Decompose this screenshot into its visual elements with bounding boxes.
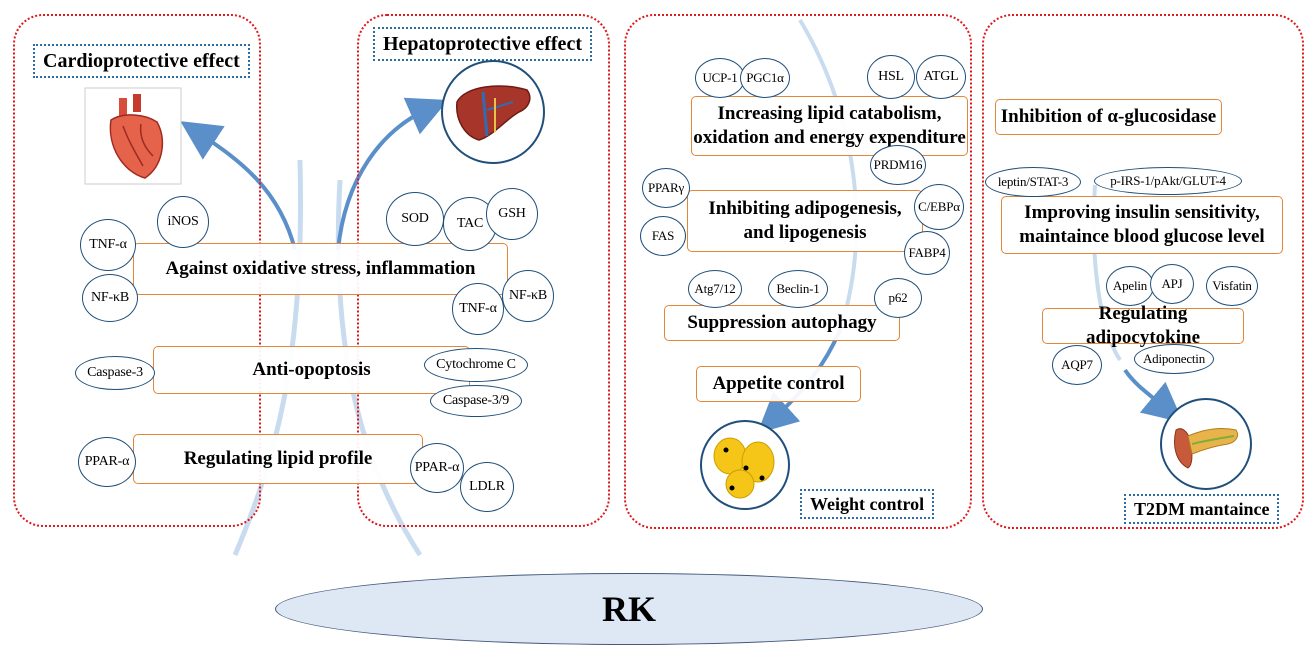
- marker-ldlr: LDLR: [460, 462, 514, 512]
- marker-pgc1a: PGC1α: [740, 58, 790, 98]
- marker-atg7-12: Atg7/12: [688, 270, 742, 308]
- marker-cebpa: C/EBPα: [914, 184, 964, 230]
- marker-p62: p62: [874, 278, 922, 318]
- fat-cells-icon: [700, 420, 790, 510]
- arrow-to-heart: [180, 121, 297, 251]
- hepatoprotective-tag: Hepatoprotective effect: [373, 27, 592, 61]
- t2dm-tag: T2DM mantaince: [1124, 494, 1280, 524]
- pancreas-icon: [1160, 398, 1252, 490]
- marker-atgl: ATGL: [916, 55, 966, 99]
- marker-hsl: HSL: [867, 55, 915, 99]
- marker-caspase-3-9: Caspase-3/9: [430, 385, 522, 417]
- marker-gsh: GSH: [486, 188, 538, 240]
- marker-nf-kb-right: NF-κB: [502, 270, 554, 322]
- marker-caspase-3: Caspase-3: [75, 356, 155, 390]
- anti-apoptosis-box: Anti-opoptosis: [153, 346, 470, 394]
- marker-fabp4: FABP4: [904, 231, 950, 275]
- appetite-control-box: Appetite control: [696, 366, 861, 402]
- lipid-catabolism-line2: oxidation and energy expenditure: [693, 127, 966, 148]
- marker-irs-pakt-glut4: p-IRS-1/pAkt/GLUT-4: [1094, 167, 1242, 195]
- marker-apelin: Apelin: [1106, 266, 1154, 306]
- marker-cytochrome-c: Cytochrome C: [424, 348, 528, 382]
- insulin-sensitivity-box: Improving insulin sensitivity, maintainc…: [1001, 196, 1283, 254]
- marker-ucp-1: UCP-1: [695, 58, 745, 98]
- marker-ppar-alpha-left: PPAR-α: [78, 437, 136, 487]
- lipid-profile-box: Regulating lipid profile: [133, 434, 423, 484]
- adipogenesis-line2: and lipogenesis: [743, 222, 867, 243]
- marker-visfatin: Visfatin: [1206, 266, 1258, 306]
- suppression-autophagy-box: Suppression autophagy: [664, 305, 900, 341]
- marker-prdm16: PRDM16: [870, 145, 926, 185]
- marker-beclin-1: Beclin-1: [768, 270, 828, 308]
- oxidative-stress-box: Against oxidative stress, inflammation: [133, 243, 508, 295]
- t2dm-panel: [982, 14, 1304, 529]
- liver-icon: [441, 60, 545, 164]
- marker-tnf-alpha-right: TNF-α: [452, 283, 504, 335]
- stem-curve-weight: [798, 18, 859, 331]
- rk-ellipse: RK: [275, 573, 983, 645]
- marker-apj: APJ: [1150, 264, 1194, 304]
- marker-ppar-alpha-right: PPAR-α: [410, 443, 464, 493]
- marker-ppar-gamma: PPARγ: [642, 168, 690, 208]
- cardioprotective-tag: Cardioprotective effect: [33, 44, 250, 78]
- lipid-catabolism-line1: Increasing lipid catabolism,: [717, 103, 942, 124]
- marker-nf-kb-left: NF-κB: [82, 274, 138, 322]
- weight-control-tag: Weight control: [800, 489, 935, 519]
- insulin-sensitivity-line1: Improving insulin sensitivity,: [1024, 202, 1260, 223]
- arrow-to-pancreas: [1123, 368, 1184, 423]
- marker-aqp7: AQP7: [1052, 345, 1102, 385]
- rk-label: RK: [602, 589, 656, 629]
- marker-sod: SOD: [386, 192, 444, 246]
- lipid-catabolism-box: Increasing lipid catabolism, oxidation a…: [691, 96, 968, 156]
- adipocytokine-box: Regulating adipocytokine: [1042, 303, 1244, 348]
- marker-adiponectin: Adiponectin: [1134, 344, 1214, 374]
- weight-control-panel: [624, 14, 972, 529]
- insulin-sensitivity-line2: maintaince blood glucose level: [1019, 226, 1265, 247]
- marker-inos: iNOS: [157, 196, 209, 248]
- alpha-glucosidase-box: Inhibition of α-glucosidase: [995, 99, 1222, 135]
- arrow-to-liver: [336, 97, 449, 251]
- marker-fas: FAS: [640, 216, 686, 256]
- adipogenesis-line1: Inhibiting adipogenesis,: [708, 198, 902, 219]
- marker-tnf-alpha-left: TNF-α: [80, 219, 136, 271]
- heart-icon: [83, 86, 183, 186]
- adipogenesis-box: Inhibiting adipogenesis, and lipogenesis: [687, 190, 923, 252]
- marker-leptin-stat3: leptin/STAT-3: [985, 167, 1081, 197]
